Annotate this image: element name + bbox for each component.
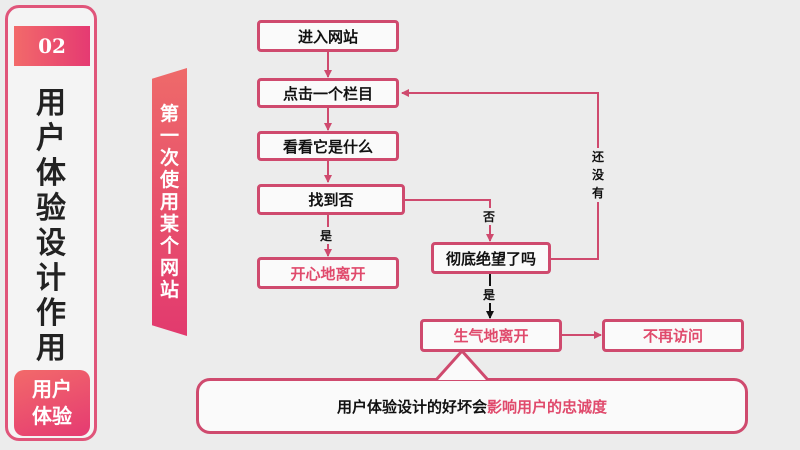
label-char: 没 xyxy=(591,168,604,182)
edge-label-yes: 是 xyxy=(320,227,333,244)
node-never-return: 不再访问 xyxy=(602,319,744,352)
ribbon-char: 使 xyxy=(159,169,179,191)
scenario-ribbon: 第 一 次 使 用 某 个 网 站 xyxy=(152,68,187,336)
ribbon-char: 某 xyxy=(159,213,179,235)
tag-line: 用户 xyxy=(32,377,72,401)
label-char: 还 xyxy=(591,150,604,164)
title-char: 体 xyxy=(36,156,66,191)
edge-found-despair xyxy=(405,199,494,242)
node-see-what: 看看它是什么 xyxy=(257,131,399,161)
summary-callout: 用户体验设计的好坏会影响用户的忠诚度 xyxy=(196,378,748,434)
title-char: 用 xyxy=(36,331,66,366)
ribbon-char: 网 xyxy=(159,257,179,279)
ribbon-char: 个 xyxy=(159,235,179,257)
node-despair: 彻底绝望了吗 xyxy=(431,242,551,274)
title-char: 设 xyxy=(36,226,66,261)
node-found: 找到否 xyxy=(257,184,405,215)
node-leave-happy: 开心地离开 xyxy=(257,257,399,289)
label-char: 有 xyxy=(591,186,604,200)
tag-line: 体验 xyxy=(32,404,72,428)
callout-pointer xyxy=(434,349,490,381)
title-char: 用 xyxy=(36,86,66,121)
title-char: 户 xyxy=(36,121,66,156)
title-char: 验 xyxy=(36,191,66,226)
node-click-section: 点击一个栏目 xyxy=(257,78,399,108)
node-enter-site: 进入网站 xyxy=(257,20,399,52)
edge-label-not-yet: 还 没 有 xyxy=(589,148,607,202)
title-char: 作 xyxy=(36,296,66,331)
ribbon-char: 用 xyxy=(159,191,179,213)
section-panel: 02 用 户 体 验 设 计 作 用 用户 体验 xyxy=(5,5,97,441)
node-leave-angry: 生气地离开 xyxy=(420,319,562,352)
ribbon-char: 站 xyxy=(159,279,179,301)
section-tag: 用户 体验 xyxy=(14,370,90,436)
edge-label-yes: 是 xyxy=(483,286,496,303)
ribbon-char: 次 xyxy=(159,147,179,169)
section-number-badge: 02 xyxy=(14,26,90,66)
edge-label-no: 否 xyxy=(483,208,496,225)
ribbon-char: 第 xyxy=(159,103,179,125)
section-title: 用 户 体 验 设 计 作 用 xyxy=(8,86,94,366)
edge-despair-click xyxy=(401,89,599,260)
summary-highlight: 影响用户的忠诚度 xyxy=(487,397,608,416)
title-char: 计 xyxy=(36,261,66,296)
ribbon-char: 一 xyxy=(159,125,179,147)
summary-text: 用户体验设计的好坏会 xyxy=(336,397,487,416)
